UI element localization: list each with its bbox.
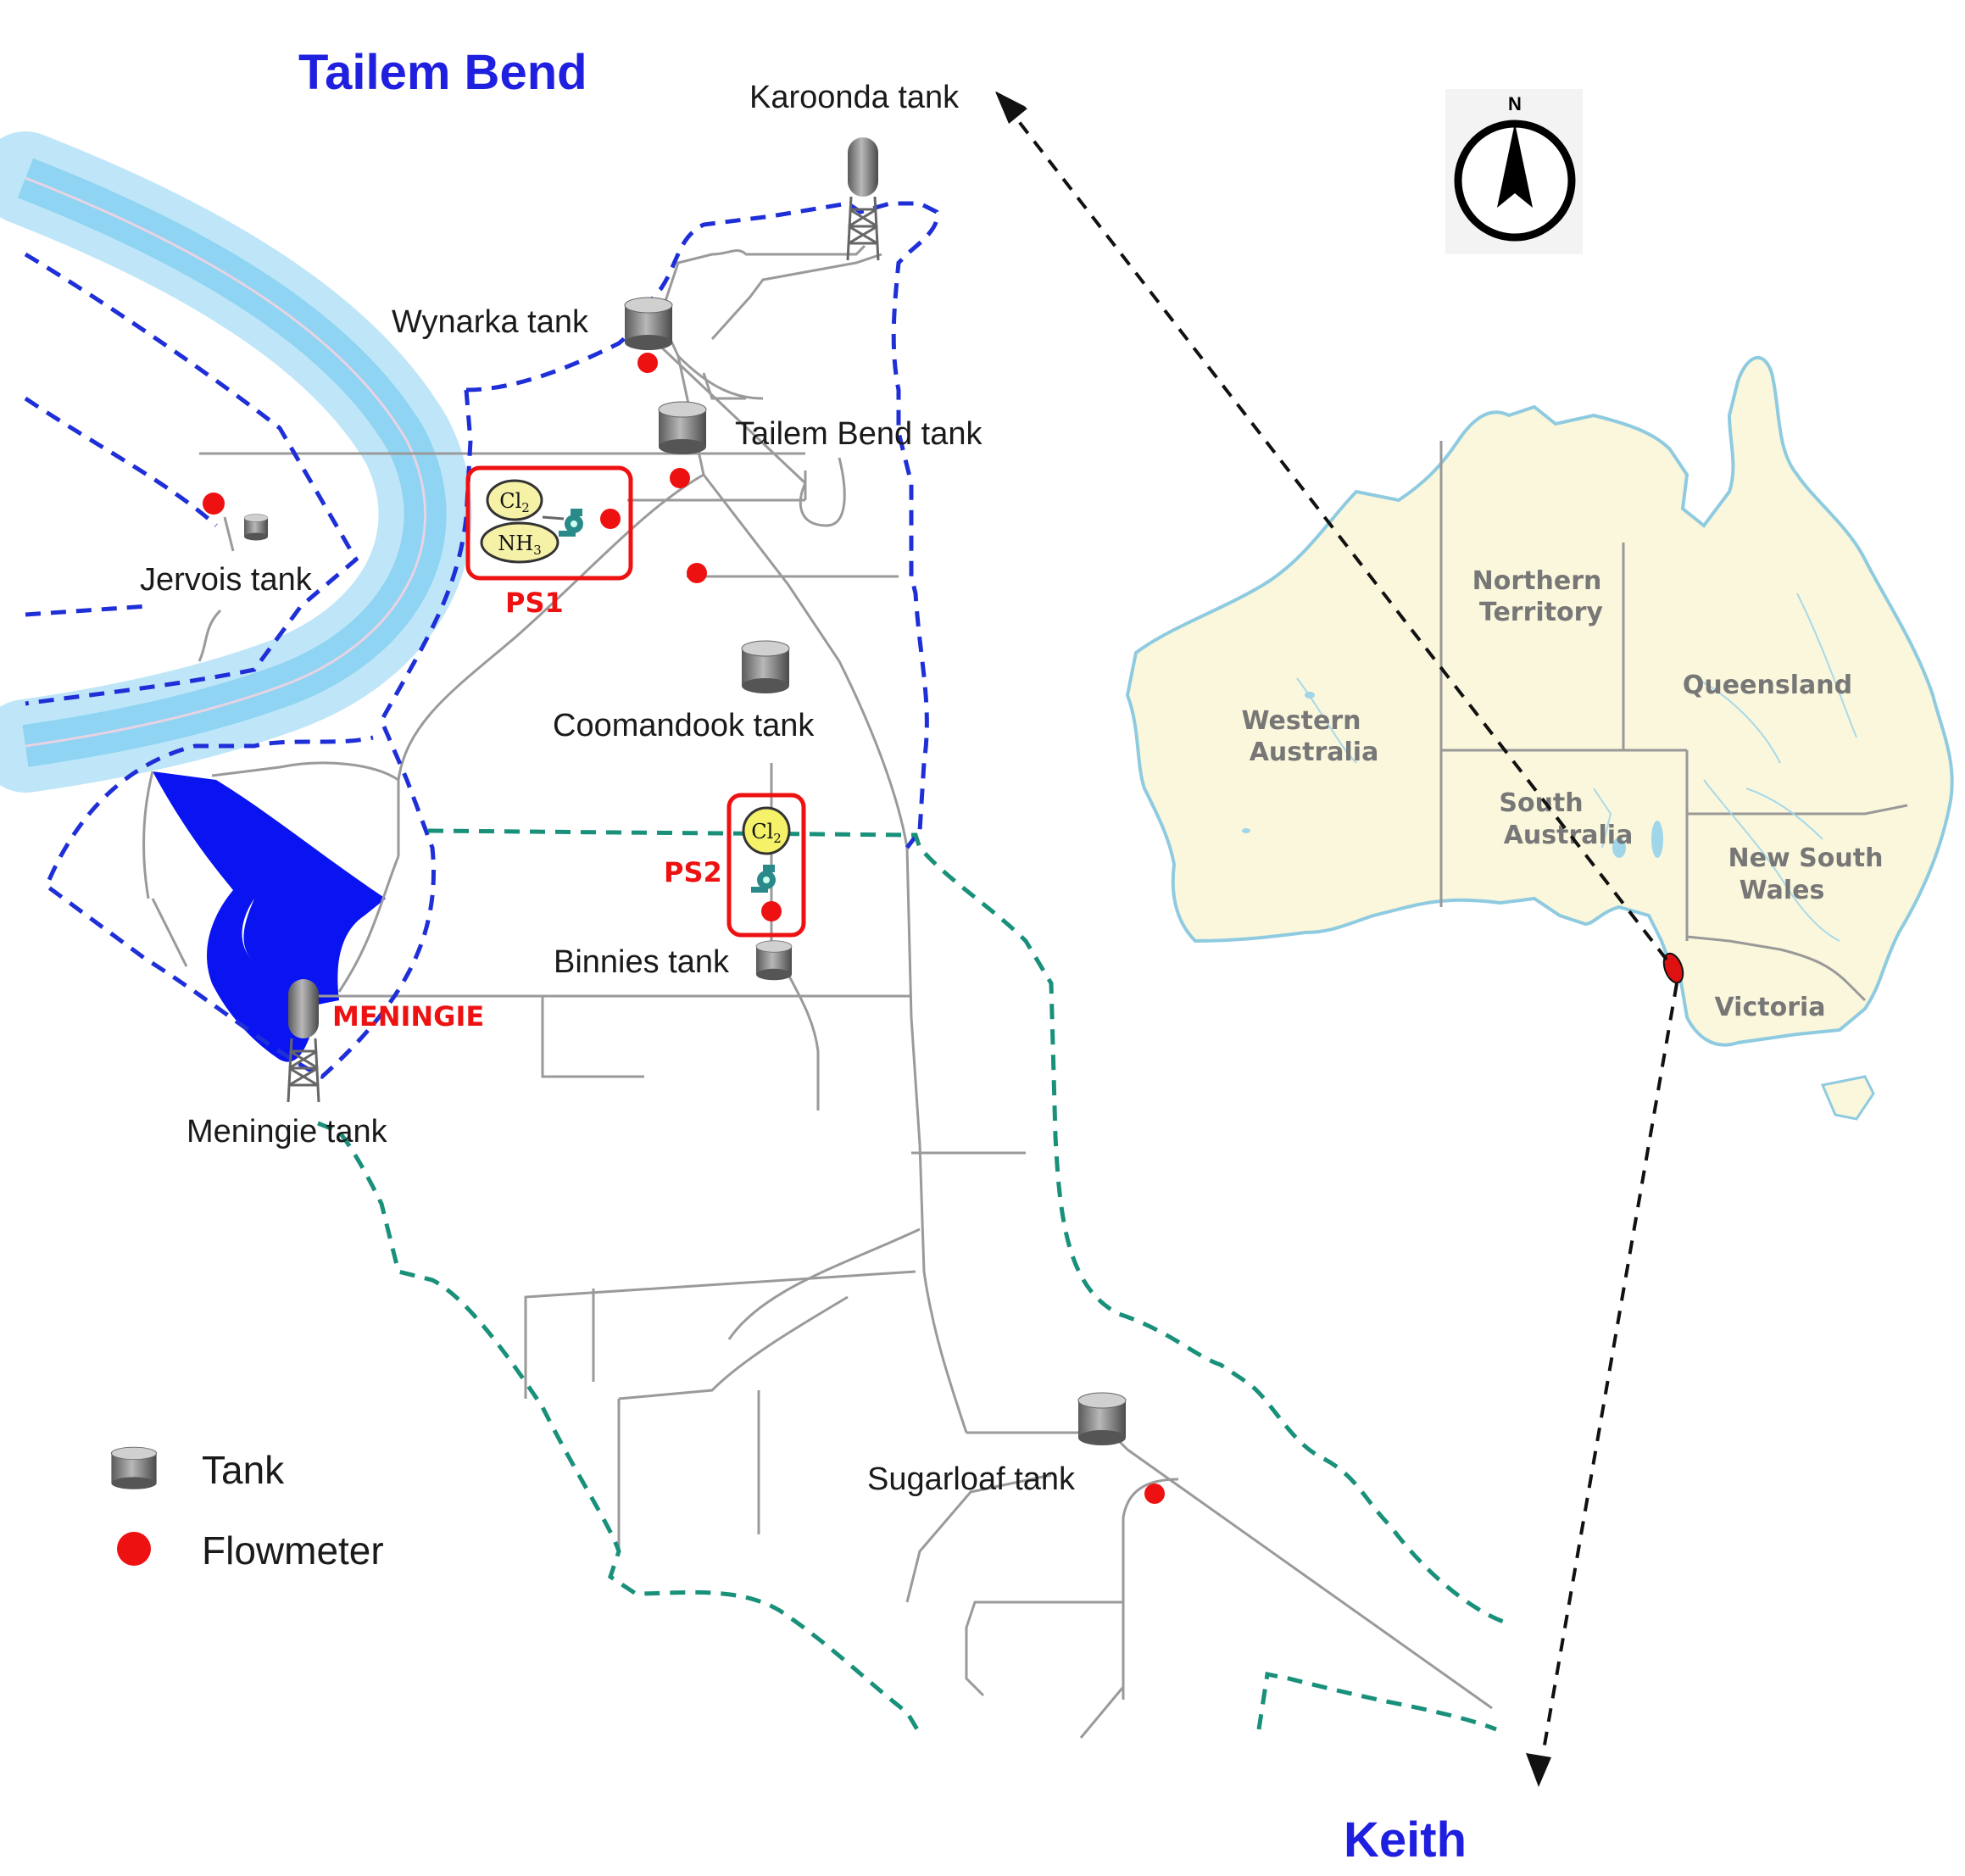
direction-arrows [995,92,1678,1787]
river [0,131,472,793]
flowmeter-icon [203,493,225,515]
tank-label-wynarka: Wynarka tank [392,304,589,340]
flowmeter-icon [637,353,658,373]
flowmeter-icon [1144,1484,1165,1504]
pump-icon [559,509,583,537]
tank-label-binnies: Binnies tank [554,944,730,980]
chemical-label-nh3: NH3 [498,532,541,558]
state-label-nt-2: Territory [1479,598,1603,627]
chemical-label-cl2: Cl2 [499,489,530,515]
tank-label-tailem-bend: Tailem Bend tank [735,416,982,452]
place-label-tailem-bend: Tailem Bend [298,45,587,100]
flowmeter-icon [761,901,782,921]
tank-icon [624,297,673,351]
tank-icon [110,1446,158,1490]
place-label-keith: Keith [1344,1812,1467,1868]
tank-label-sugarloaf: Sugarloaf tank [867,1461,1076,1497]
study-area-marker [1662,952,1684,984]
station-label-ps1: PS1 [505,587,564,619]
pump-station-ps1: Cl2 NH3 [465,465,633,581]
tank-label-jervois: Jervois tank [140,562,313,598]
flowmeter-icon [117,1532,151,1566]
tank-label-coomandook: Coomandook tank [553,708,815,743]
boundary-coomandook [317,828,1510,1735]
tank-icon [658,401,707,455]
tank-icon [755,940,793,981]
state-label-nt: Northern [1472,566,1602,596]
station-label-ps2: PS2 [664,856,722,888]
state-label-nsw-2: Wales [1740,876,1825,905]
compass-north-label: N [1508,93,1522,114]
state-label-sa-2: Australia [1504,821,1634,850]
flowmeter-icon [670,468,690,488]
lake [153,771,386,1062]
state-label-qld: Queensland [1683,671,1852,700]
legend-label-tank: Tank [202,1448,285,1492]
pump-station-ps2: Cl2 [726,793,806,938]
australia-inset-map: Northern Territory Queensland Western Au… [1125,355,1954,1121]
state-label-sa: South [1499,788,1583,818]
water-tower-icon [846,136,880,262]
flowmeter-icon [600,509,621,529]
flowmeters [203,353,1165,1504]
place-label-meningie: MENINGIE [332,1000,484,1033]
tank-label-karoonda: Karoonda tank [749,80,960,115]
tank-icon [1077,1392,1127,1446]
legend-label-flowmeter: Flowmeter [202,1528,384,1573]
legend: Tank Flowmeter [110,1446,384,1573]
state-label-vic: Victoria [1714,993,1825,1022]
tank-label-meningie: Meningie tank [186,1114,388,1150]
state-label-wa-2: Australia [1250,738,1379,767]
chemical-label-cl2: Cl2 [751,820,782,846]
state-label-wa: Western [1241,706,1361,736]
boundary-tailem-bend [24,201,939,1079]
compass-icon: N [1445,89,1583,254]
flowmeter-icon [687,563,707,583]
state-label-nsw: New South [1728,843,1884,873]
tank-icon [741,640,790,694]
tank-icon [243,514,269,541]
